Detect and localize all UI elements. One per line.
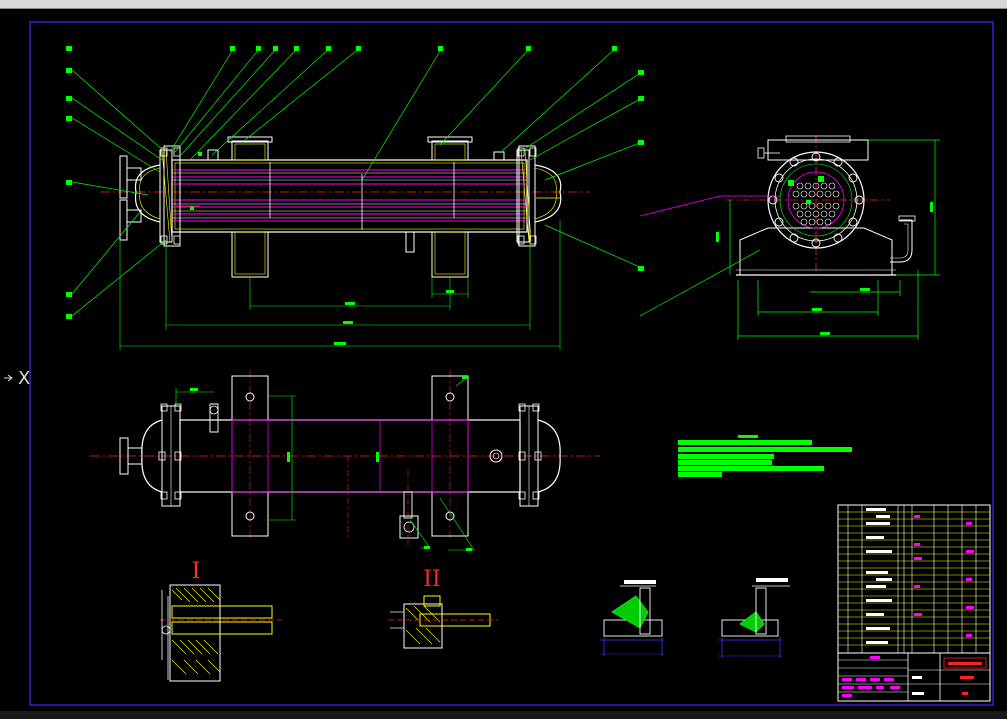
window-bottom-strip [0, 711, 1007, 719]
front-view-balloons [66, 46, 644, 319]
ucs-icon [4, 374, 13, 382]
side-view-leaders [639, 195, 780, 217]
front-view-dimensions [119, 220, 561, 350]
detail-i-label: I [192, 559, 201, 584]
title-block[interactable] [837, 652, 991, 702]
parts-list[interactable] [837, 504, 991, 654]
weld-detail-b[interactable] [718, 578, 790, 658]
top-view-dimensions [175, 377, 475, 551]
front-view[interactable] [100, 136, 590, 278]
window-top-strip [0, 0, 1007, 9]
top-view[interactable] [90, 370, 600, 545]
detail-ii[interactable]: II [388, 567, 498, 649]
ucs-x-axis-label: X [18, 368, 31, 389]
technical-requirements [678, 435, 852, 477]
top-view-dimension-text [190, 376, 472, 551]
side-view-leaders-green [639, 139, 940, 340]
detail-ii-label: II [423, 567, 440, 592]
front-view-dimension-text [334, 290, 454, 345]
side-view[interactable] [726, 135, 916, 276]
side-view-dimension-text [716, 202, 933, 335]
front-view-leaders [70, 47, 644, 317]
drawing-frame [29, 21, 994, 706]
detail-i[interactable]: I [160, 559, 282, 682]
weld-detail-a[interactable] [600, 580, 664, 656]
